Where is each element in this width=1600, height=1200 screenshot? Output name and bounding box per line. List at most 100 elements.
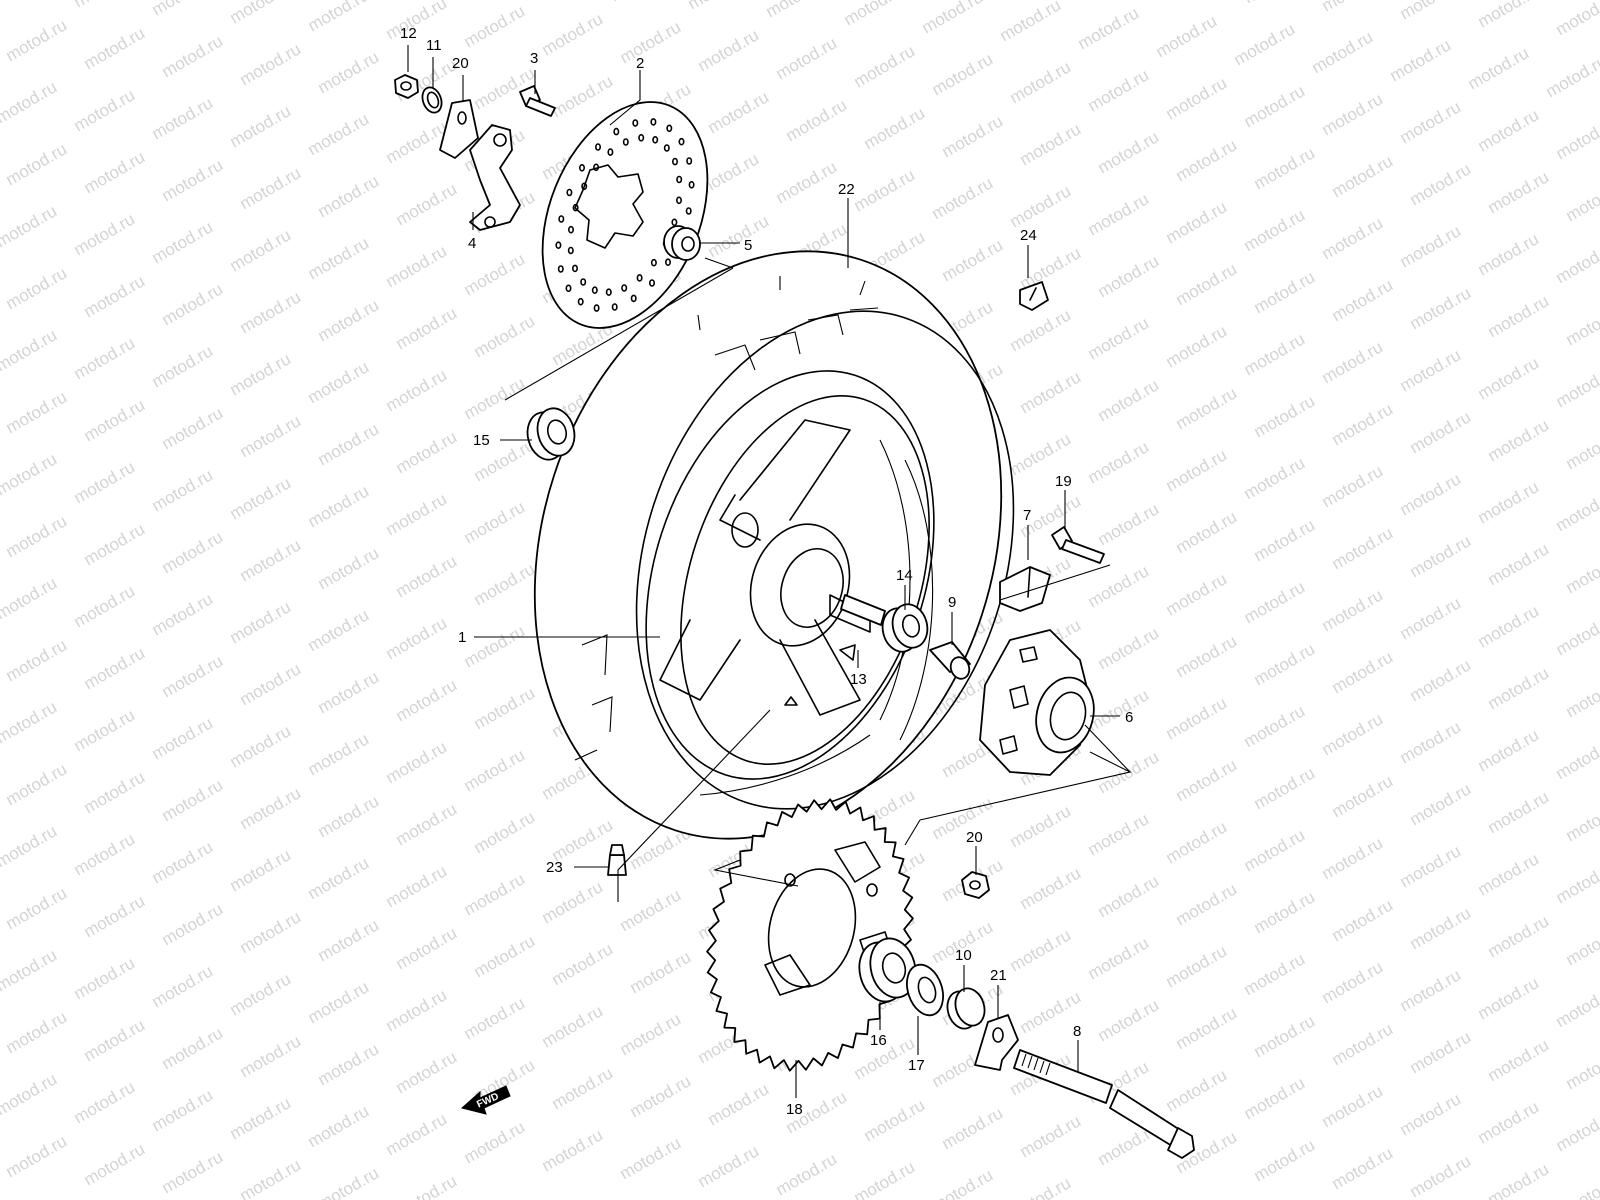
watermark-text: motod.ru — [1485, 1159, 1553, 1200]
watermark-text: motod.ru — [1173, 755, 1241, 805]
disc-hole — [571, 264, 578, 273]
watermark-text: motod.ru — [81, 271, 149, 321]
watermark-text: motod.ru — [71, 1077, 139, 1127]
watermark-text: motod.ru — [1241, 701, 1309, 751]
bearing-16 — [858, 937, 917, 1003]
watermark-text: motod.ru — [159, 279, 227, 329]
watermark-text: motod.ru — [461, 993, 529, 1043]
caliper-bracket-4 — [469, 124, 521, 231]
watermark-text: motod.ru — [1173, 631, 1241, 681]
watermark-text: motod.ru — [0, 1069, 60, 1119]
watermark-text: motod.ru — [71, 581, 139, 631]
watermark-text: motod.ru — [1553, 1105, 1600, 1155]
callout-15: 15 — [473, 432, 490, 449]
watermark-text: motod.ru — [695, 25, 763, 75]
watermark-text: motod.ru — [1085, 561, 1153, 611]
watermark-text: motod.ru — [393, 675, 461, 725]
watermark-text: motod.ru — [461, 373, 529, 423]
watermark-text: motod.ru — [1095, 375, 1163, 425]
leader-lines — [407, 45, 1120, 1098]
watermark-text: motod.ru — [305, 853, 373, 903]
watermark-text: motod.ru — [1251, 639, 1319, 689]
watermark-text: motod.ru — [1485, 1035, 1553, 1085]
watermark-text: motod.ru — [1475, 353, 1543, 403]
watermark-text: motod.ru — [1563, 795, 1600, 845]
watermark-text: motod.ru — [1163, 445, 1231, 495]
disc-hole — [593, 304, 600, 312]
disc-hole — [678, 137, 685, 146]
watermark-text: motod.ru — [227, 1093, 295, 1143]
watermark-text: motod.ru — [461, 869, 529, 919]
watermark-text: motod.ru — [1095, 127, 1163, 177]
callout-23: 23 — [546, 859, 563, 876]
watermark-text: motod.ru — [1007, 57, 1075, 107]
watermark-text: motod.ru — [929, 49, 997, 99]
watermark-text: motod.ru — [1563, 299, 1600, 349]
watermark-text: motod.ru — [773, 157, 841, 207]
watermark-text: motod.ru — [1329, 151, 1397, 201]
watermark-text: motod.ru — [1251, 1135, 1319, 1185]
disc-hole — [686, 157, 693, 165]
watermark-text: motod.ru — [159, 527, 227, 577]
watermark-text: motod.ru — [1163, 693, 1231, 743]
watermark-text: motod.ru — [3, 883, 71, 933]
watermark-text: motod.ru — [1251, 763, 1319, 813]
watermark-text: motod.ru — [0, 449, 60, 499]
disc-hole — [581, 182, 588, 191]
watermark-text: motod.ru — [227, 101, 295, 151]
disc-hole — [663, 144, 670, 152]
watermark-text: motod.ru — [3, 139, 71, 189]
watermark-text: motod.ru — [1475, 973, 1543, 1023]
watermark-text: motod.ru — [1329, 771, 1397, 821]
watermark-text: motod.ru — [1475, 1097, 1543, 1147]
watermark-text: motod.ru — [81, 23, 149, 73]
watermark-text: motod.ru — [159, 899, 227, 949]
disc-hole — [650, 118, 657, 126]
watermark-text: motod.ru — [81, 395, 149, 445]
disc-hole — [676, 175, 683, 184]
watermark-text: motod.ru — [1563, 175, 1600, 225]
watermark-text: motod.ru — [159, 155, 227, 205]
disc-hole — [630, 294, 637, 303]
watermark-text: motod.ru — [159, 1023, 227, 1073]
watermark-text: motod.ru — [3, 759, 71, 809]
watermark-text: motod.ru — [149, 93, 217, 143]
watermark-text: motod.ru — [1163, 1065, 1231, 1115]
nut-20 — [961, 871, 990, 899]
watermark-text: motod.ru — [461, 1117, 529, 1167]
watermark-text: motod.ru — [919, 0, 987, 37]
disc-hole — [622, 138, 629, 146]
watermark-text: motod.ru — [3, 511, 71, 561]
callout-6: 6 — [1125, 709, 1133, 726]
watermark-text: motod.ru — [549, 815, 617, 865]
watermark-text: motod.ru — [81, 147, 149, 197]
watermark-text: motod.ru — [1017, 863, 1085, 913]
watermark-text: motod.ru — [461, 249, 529, 299]
disc-hole — [558, 215, 565, 223]
watermark-text: motod.ru — [71, 209, 139, 259]
callout-8: 8 — [1073, 1023, 1081, 1040]
watermark-text: motod.ru — [1553, 361, 1600, 411]
chain-adjuster-21 — [974, 1014, 1019, 1071]
disc-hole — [611, 303, 618, 311]
watermark-text: motod.ru — [929, 1165, 997, 1200]
rear-sprocket-18 — [706, 798, 914, 1072]
brake-disc-2 — [541, 101, 709, 329]
watermark-text: motod.ru — [1329, 523, 1397, 573]
watermark-text: motod.ru — [393, 179, 461, 229]
watermark-text: motod.ru — [627, 1071, 695, 1121]
disc-hole — [566, 188, 573, 197]
watermark-text: motod.ru — [1563, 1167, 1600, 1200]
bearing-15 — [526, 407, 576, 461]
watermark-text: motod.ru — [1007, 801, 1075, 851]
watermark-text: motod.ru — [383, 489, 451, 539]
watermark-text: motod.ru — [305, 1101, 373, 1151]
watermark-text: motod.ru — [383, 613, 451, 663]
callout-4: 4 — [468, 235, 476, 252]
watermark-text: motod.ru — [1543, 51, 1600, 101]
watermark-text: motod.ru — [1397, 717, 1465, 767]
watermark-text: motod.ru — [1407, 159, 1475, 209]
watermark-text: motod.ru — [81, 519, 149, 569]
callout-3: 3 — [530, 50, 538, 67]
